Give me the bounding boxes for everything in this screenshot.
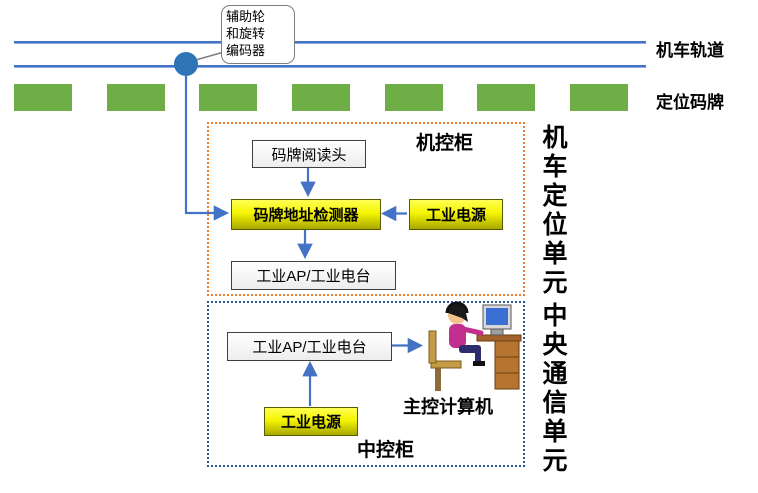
code-plate: [384, 84, 443, 111]
code-plate: [477, 84, 536, 111]
track-label: 机车轨道: [656, 41, 724, 60]
plates-label: 定位码牌: [656, 93, 724, 112]
connector-wheel-to-detector-arrow: [184, 76, 230, 221]
plate-reader-node: 码牌阅读头: [252, 140, 366, 168]
code-plate: [14, 84, 72, 111]
central-cabinet-title: 中控柜: [357, 440, 415, 461]
communication-unit-label: 中央通信单元: [539, 302, 567, 476]
code-plate: [199, 84, 258, 111]
code-plate: [106, 84, 165, 111]
track-line-bottom: [14, 65, 646, 68]
central-cabinet-box: [207, 301, 525, 467]
code-plate: [291, 84, 350, 111]
code-plate: [569, 84, 628, 111]
encoder-callout: 辅助轮 和旋转 编码器: [221, 5, 295, 64]
code-plate-row: [14, 84, 628, 111]
industrial-power-node-machine: 工业电源: [409, 199, 503, 230]
main-computer-label: 主控计算机: [403, 397, 493, 417]
industrial-power-node-central: 工业电源: [264, 407, 358, 436]
track-line-top: [14, 41, 646, 44]
machine-cabinet-title: 机控柜: [416, 133, 474, 154]
industrial-ap-node-machine: 工业AP/工业电台: [231, 261, 396, 290]
industrial-ap-node-central: 工业AP/工业电台: [227, 332, 392, 361]
positioning-unit-label: 机车定位单元: [539, 124, 567, 298]
computer-operator-illustration: [428, 301, 522, 391]
callout-pointer: [191, 51, 225, 62]
machine-cabinet-box: [207, 122, 525, 296]
encoder-wheel-icon: [174, 52, 198, 76]
plate-address-detector-node: 码牌地址检测器: [231, 199, 381, 230]
